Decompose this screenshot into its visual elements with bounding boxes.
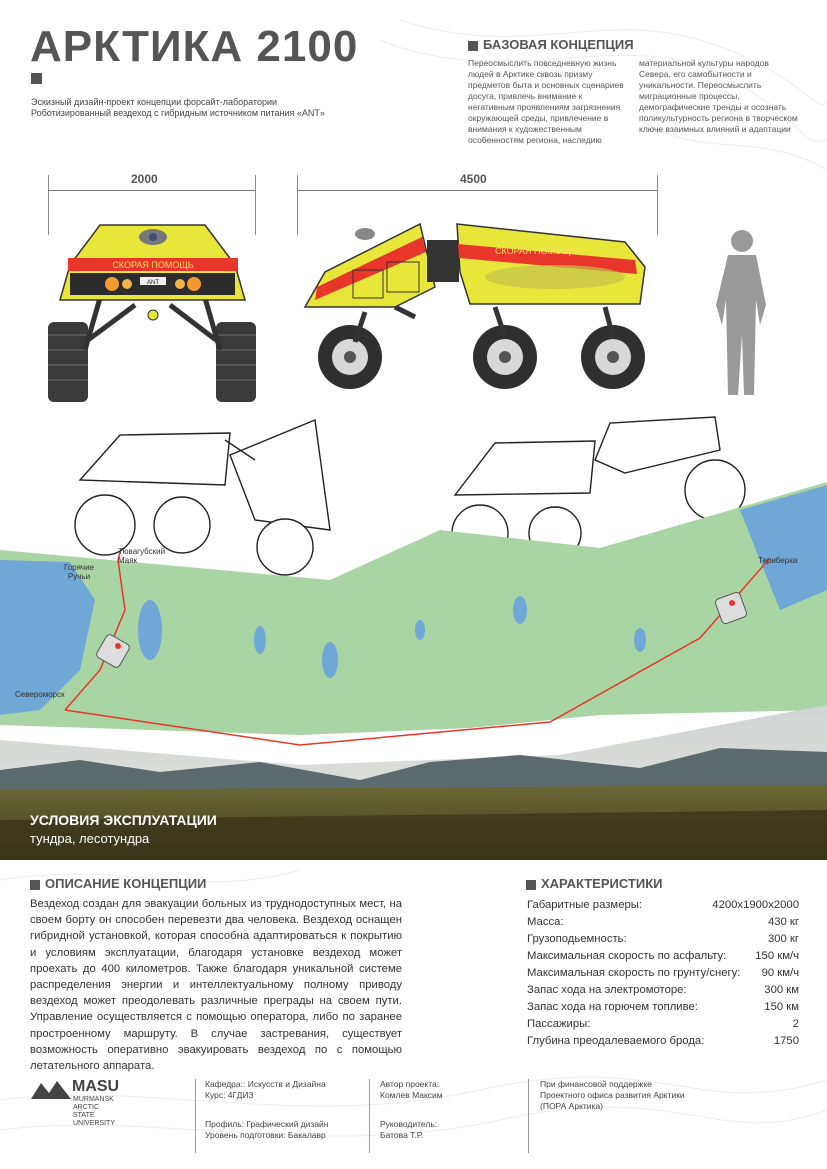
width-dimension-line — [48, 190, 255, 191]
front-plate: ANT — [147, 280, 159, 286]
conditions-title: УСЛОВИЯ ЭКСПЛУАТАЦИИ — [30, 812, 217, 828]
place-gorячие-ручьи: Горячие Ручьи — [63, 563, 95, 581]
footer-divider — [195, 1079, 196, 1153]
vehicle-front-view: СКОРАЯ ПОМОЩЬ ANT — [48, 224, 256, 402]
place-severomorsk: Североморск — [15, 690, 65, 699]
spec-row: Запас хода на электромоторе:300 км — [527, 984, 799, 996]
description-text: Вездеход создан для эвакуации больных из… — [30, 898, 402, 1073]
footer-divider — [369, 1079, 370, 1153]
specs-heading: ХАРАКТЕРИСТИКИ — [526, 876, 663, 891]
description-heading-text: ОПИСАНИЕ КОНЦЕПЦИИ — [45, 876, 207, 891]
base-concept-col2: материальной культуры народов Севера, ег… — [639, 58, 798, 134]
specs-heading-text: ХАРАКТЕРИСТИКИ — [541, 876, 663, 891]
dim-tick — [48, 175, 49, 235]
subtitle-line-2: Роботизированный вездеход с гибридным ис… — [31, 108, 325, 118]
conditions-subtitle: тундра, лесотундра — [30, 831, 150, 846]
dim-tick — [255, 175, 256, 235]
square-bullet-icon — [468, 40, 478, 51]
square-bullet-icon — [30, 879, 40, 890]
map-vehicle-icon-2 — [714, 591, 748, 625]
side-label: СКОРАЯ ПОМОЩЬ — [495, 246, 576, 256]
width-dimension: 2000 — [131, 172, 158, 186]
base-concept-heading-text: БАЗОВАЯ КОНЦЕПЦИЯ — [483, 37, 634, 52]
description-heading: ОПИСАНИЕ КОНЦЕПЦИИ — [30, 876, 206, 891]
spec-row: Максимальная скорость по грунту/снегу:90… — [527, 967, 799, 979]
spec-row: Глубина преодалеваемого брода:1750 — [527, 1035, 799, 1047]
footer-supervisor: Руководитель:Батова Т.Р. — [380, 1119, 438, 1140]
dim-tick — [297, 175, 298, 235]
human-silhouette — [716, 230, 766, 395]
spec-row: Пассажиры:2 — [527, 1018, 799, 1030]
wheels — [318, 325, 645, 389]
footer-author: Автор проекта:Комлев Максим — [380, 1079, 443, 1100]
spec-row: Масса:430 кг — [527, 916, 799, 928]
route-line-west — [64, 551, 126, 711]
place-teriberka: Териберка — [758, 556, 798, 565]
map-vehicle-icon — [96, 634, 130, 668]
spec-row: Габаритные размеры:4200x1900x2000 — [527, 899, 799, 911]
tundra-landscape-photo — [0, 705, 827, 860]
logo-text: MASU — [72, 1078, 120, 1095]
page-title: АРКТИКА 2100 — [30, 22, 359, 71]
masu-logo-icon — [31, 1081, 71, 1099]
title-square-mark — [31, 73, 42, 84]
square-bullet-icon — [526, 879, 536, 890]
sketch-band — [74, 416, 746, 576]
route-map — [0, 482, 827, 746]
subtitle: Эскизный дизайн-проект концепции форсайт… — [31, 97, 351, 119]
dim-tick — [657, 175, 658, 235]
base-concept-col1: Переосмыслить повседневную жизнь людей в… — [468, 58, 624, 145]
spec-row: Грузоподьемность:300 кг — [527, 933, 799, 945]
vehicle-side-view: СКОРАЯ ПОМОЩЬ — [303, 222, 646, 389]
length-dimension-line — [297, 190, 657, 191]
spec-row: Запас хода на горючем топливе:150 км — [527, 1001, 799, 1013]
place-tyuvagubsky: Тювагубский Маяк — [118, 547, 166, 565]
length-dimension: 4500 — [460, 172, 487, 186]
subtitle-line-1: Эскизный дизайн-проект концепции форсайт… — [31, 97, 278, 107]
spec-row: Максимальная скорость по асфальту:150 км… — [527, 950, 799, 962]
footer-divider — [528, 1079, 529, 1153]
front-label: СКОРАЯ ПОМОЩЬ — [112, 260, 193, 270]
base-concept-heading: БАЗОВАЯ КОНЦЕПЦИЯ — [468, 37, 634, 52]
